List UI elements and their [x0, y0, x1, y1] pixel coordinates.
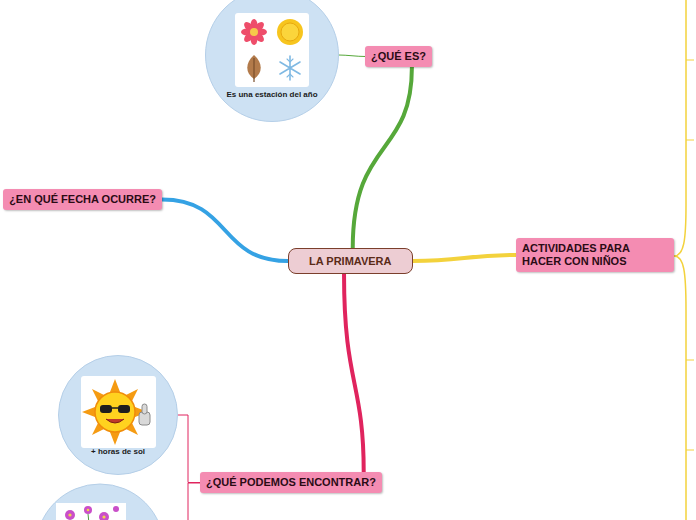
branch-connector	[344, 274, 364, 472]
image-caption: + horas de sol	[91, 447, 145, 456]
image-circle: Es una estación del año	[205, 0, 339, 122]
topic-box: ¿QUÉ ES?	[365, 46, 432, 67]
branch-connector	[339, 55, 365, 57]
seasons-image	[235, 13, 309, 87]
image-circle: + horas de sol	[58, 355, 178, 475]
node-label: ¿QUÉ ES?	[371, 50, 426, 63]
branch-connector	[178, 415, 200, 483]
image-caption: Es una estación del año	[226, 90, 317, 99]
central-topic: LA PRIMAVERA	[288, 248, 413, 274]
flowers-image	[56, 503, 126, 520]
topic-box: ACTIVIDADES PARA HACER CON NIÑOS	[516, 238, 674, 272]
node-label: ¿QUÉ PODEMOS ENCONTRAR?	[206, 476, 376, 489]
node-label: ¿EN QUÉ FECHA OCURRE?	[9, 193, 156, 206]
branch-line	[188, 483, 200, 520]
yellow-branches	[674, 0, 694, 520]
image-circle	[36, 484, 164, 520]
branch-connector	[162, 200, 288, 262]
node-label: ACTIVIDADES PARA HACER CON NIÑOS	[522, 242, 668, 268]
branch-connector	[413, 255, 517, 261]
sun-image	[81, 376, 156, 448]
node-label: LA PRIMAVERA	[309, 255, 392, 267]
topic-box: ¿EN QUÉ FECHA OCURRE?	[3, 189, 162, 210]
branch-connector	[353, 67, 412, 248]
topic-box: ¿QUÉ PODEMOS ENCONTRAR?	[200, 472, 382, 493]
